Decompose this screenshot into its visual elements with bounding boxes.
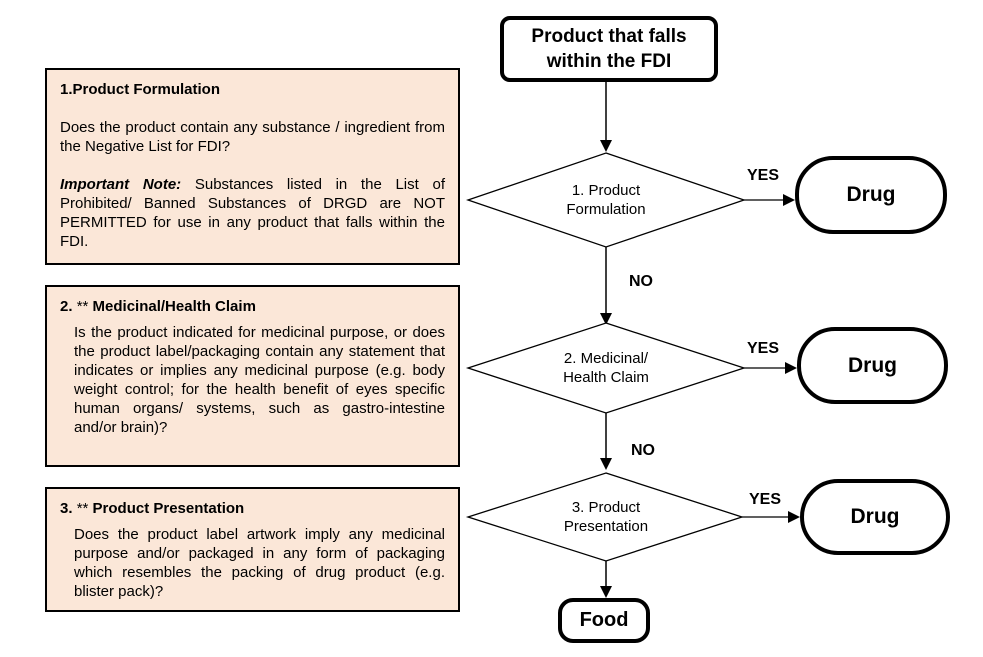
note-title-number: 3. xyxy=(60,500,77,517)
yes-label-3: YES xyxy=(749,491,782,508)
arrowhead-down-4 xyxy=(600,586,612,598)
important-note-text: Substances listed in the List of Prohibi… xyxy=(60,176,445,250)
drug-terminal-node-3: Drug xyxy=(800,479,950,555)
arrowhead-down-1 xyxy=(600,140,612,152)
note-box-product-presentation: 3. ** Product Presentation Does the prod… xyxy=(45,487,460,612)
arrowhead-right-2 xyxy=(785,362,797,374)
note-question: Is the product indicated for medicinal p… xyxy=(74,324,445,436)
decision-label-medicinal-health-claim: 2. Medicinal/ Health Claim xyxy=(563,350,649,386)
important-note-label: Important Note: xyxy=(60,176,182,193)
note-title: 1.Product Formulation xyxy=(60,80,445,99)
arrowhead-right-3 xyxy=(788,511,800,523)
note-important: Important Note: Substances listed in the… xyxy=(60,175,445,251)
note-title-stars: ** xyxy=(76,500,93,517)
note-title-text: Product Formulation xyxy=(72,81,221,98)
no-label-2: NO xyxy=(631,442,655,459)
note-question: Does the product contain any substance /… xyxy=(60,119,445,155)
start-node-product-fdi: Product that falls within the FDI xyxy=(500,16,718,82)
note-box-medicinal-health-claim: 2. ** Medicinal/Health Claim Is the prod… xyxy=(45,285,460,467)
note-title: 2. ** Medicinal/Health Claim xyxy=(60,297,445,316)
note-question: Does the product label artwork imply any… xyxy=(74,526,445,600)
yes-label-2: YES xyxy=(747,340,780,357)
arrowhead-down-3 xyxy=(600,458,612,470)
decision-label-product-formulation: 1. Product Formulation xyxy=(566,182,646,218)
yes-label-1: YES xyxy=(747,167,780,184)
note-title-text: Product Presentation xyxy=(92,500,245,517)
no-label-1: NO xyxy=(629,273,653,290)
note-title-number: 2. xyxy=(60,298,77,315)
arrowhead-down-2 xyxy=(600,313,612,325)
drug-terminal-node-1: Drug xyxy=(795,156,947,234)
note-title: 3. ** Product Presentation xyxy=(60,499,445,518)
arrowhead-right-1 xyxy=(783,194,795,206)
note-title-number: 1. xyxy=(60,81,73,98)
decision-label-product-presentation: 3. Product Presentation xyxy=(563,499,649,535)
note-title-stars: ** xyxy=(76,298,93,315)
note-box-product-formulation: 1.Product Formulation Does the product c… xyxy=(45,68,460,265)
food-terminal-node: Food xyxy=(558,598,650,643)
note-title-text: Medicinal/Health Claim xyxy=(92,298,256,315)
drug-terminal-node-2: Drug xyxy=(797,327,948,404)
